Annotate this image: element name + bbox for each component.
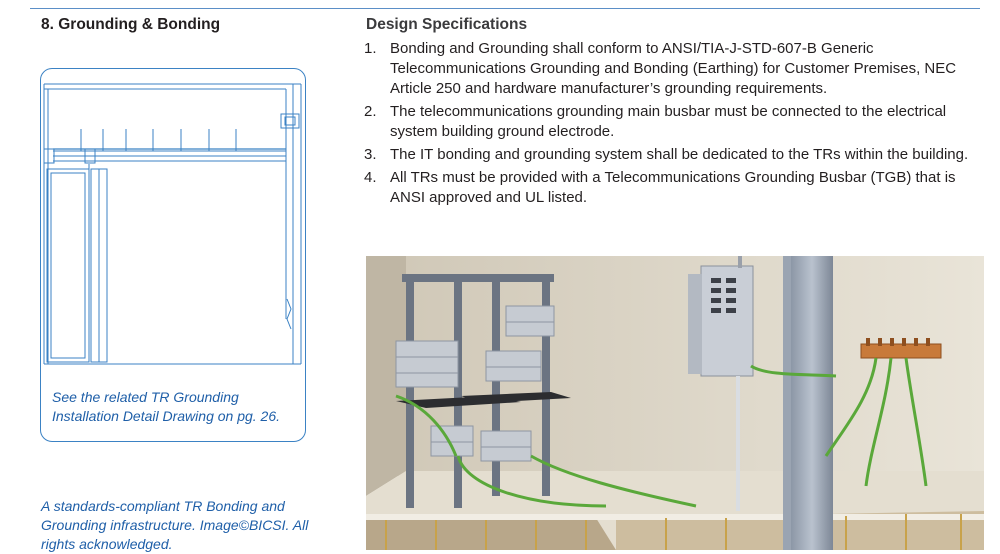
spec-item: 2. The telecommunications grounding main … xyxy=(364,102,984,142)
spec-text: All TRs must be provided with a Telecomm… xyxy=(390,169,956,206)
spec-item: 1. Bonding and Grounding shall conform to… xyxy=(364,39,984,99)
spec-text: Bonding and Grounding shall conform to A… xyxy=(390,40,957,97)
spec-number: 3. xyxy=(364,146,377,163)
tr-grounding-drawing xyxy=(43,83,302,365)
image-caption: A standards-compliant TR Bonding and Gro… xyxy=(41,498,309,552)
tr-bonding-illustration xyxy=(366,256,984,550)
spec-item: 3. The IT bonding and grounding system sh… xyxy=(364,145,984,165)
top-rule xyxy=(30,8,980,9)
spec-number: 1. xyxy=(364,40,377,57)
drawing-caption[interactable]: See the related TR Grounding Installatio… xyxy=(52,389,281,424)
spec-item: 4. All TRs must be provided with a Teleco… xyxy=(364,168,984,208)
spec-number: 2. xyxy=(364,103,377,120)
section-title: 8. Grounding & Bonding xyxy=(41,16,221,33)
spec-heading: Design Specifications xyxy=(366,16,528,33)
grounding-illustration xyxy=(366,256,984,550)
spec-list: 1. Bonding and Grounding shall conform to… xyxy=(364,39,984,211)
spec-text: The IT bonding and grounding system shal… xyxy=(390,146,969,163)
spec-text: The telecommunications grounding main bu… xyxy=(390,103,947,140)
spec-number: 4. xyxy=(364,169,377,186)
drawing-callout[interactable]: See the related TR Grounding Installatio… xyxy=(40,68,306,442)
